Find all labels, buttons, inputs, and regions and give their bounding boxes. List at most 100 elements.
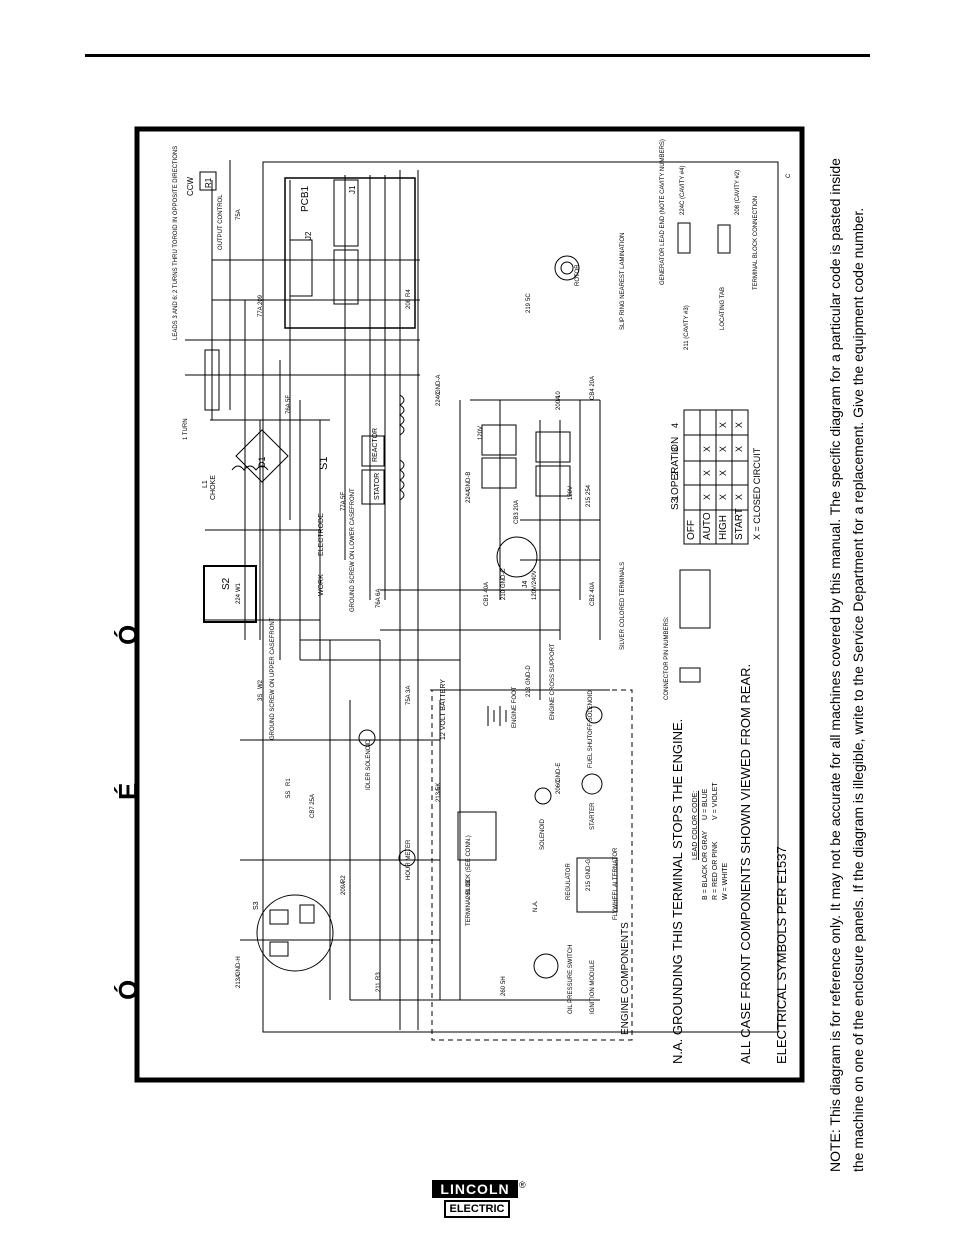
wiring-lines	[185, 160, 610, 1030]
cb7-label: CB7 25A	[310, 793, 316, 818]
s3-col: 2	[670, 470, 680, 476]
engine-components-label: ENGINE COMPONENTS	[620, 922, 631, 1035]
s3-col: 3	[670, 446, 680, 452]
wire-number-label: W1	[236, 582, 242, 592]
wire-number-label: R3	[376, 972, 382, 980]
d1-label: D1	[257, 456, 267, 468]
s3-row-off: OFF	[686, 520, 697, 540]
pcb1-label: PCB1	[300, 185, 311, 212]
engine-components-box	[431, 689, 633, 1041]
stator	[361, 469, 385, 505]
wire-number-label: 219	[526, 302, 532, 313]
d1-bridge	[235, 429, 289, 483]
s3-row-high: HIGH	[718, 515, 729, 540]
wire-number-label: 5C	[526, 293, 532, 301]
wire-number-label: 206C	[556, 779, 562, 794]
corner-c-label: C	[786, 173, 792, 178]
regulator	[576, 857, 618, 913]
lead-color-entry: W = WHITE	[722, 862, 729, 900]
s1-label: S1	[318, 456, 330, 470]
top-rule	[85, 54, 870, 57]
wire-number-label: R1	[286, 778, 292, 786]
slip-ring-label: SLIP RING NEAREST LAMINATION	[620, 232, 626, 330]
j3-receptacle	[535, 431, 571, 463]
cb2-label: CB2 40A	[590, 581, 596, 606]
stator-label: STATOR	[374, 472, 381, 500]
hour-meter-label: HOUR METER	[406, 839, 412, 880]
hour-meter	[398, 849, 416, 867]
s3-cell: X	[718, 421, 728, 428]
na-note: N.A. GROUNDING THIS TERMINAL STOPS THE E…	[670, 718, 685, 1064]
s3-col: 4	[670, 422, 680, 428]
s3-footnote: X = CLOSED CIRCUIT	[752, 447, 762, 540]
reactor	[361, 435, 385, 467]
s2-switch	[203, 565, 257, 623]
wire-number-label: GND-A	[436, 375, 442, 394]
s3-cell: X	[718, 469, 728, 476]
work-label: WORK	[318, 574, 325, 596]
ccw-label: CCW	[186, 176, 195, 196]
wire-number-label: 210	[501, 589, 507, 600]
wire-number-label: R2	[341, 875, 347, 883]
s3-cell: X	[718, 493, 728, 500]
r1-pot	[199, 171, 217, 191]
s3-cell: X	[734, 445, 744, 452]
j2-rating-label: 120V	[478, 425, 484, 440]
oil-pressure-label: OIL PRESSURE SWITCH	[568, 944, 574, 1014]
j3-rating-label: 120V	[568, 485, 574, 500]
engine-foot-label: ENGINE FOOT	[512, 686, 518, 728]
wire-number-label: GND-C	[501, 568, 507, 588]
wire-number-label: 213A	[236, 974, 242, 988]
lead-color-entry: U = BLUE	[702, 788, 709, 820]
wire-number-label: R4	[406, 289, 412, 297]
electrode-label: ELECTRODE	[318, 513, 325, 556]
logo-reg: ®	[519, 1180, 526, 1190]
lead-color-entry: B = BLACK OR GRAY	[702, 830, 709, 900]
wire-number-label: 5K	[436, 783, 442, 790]
cb3-label: CB3 20A	[514, 499, 520, 524]
regulator-label: REGULATOR	[566, 863, 572, 900]
wire-number-label: 75A	[236, 209, 242, 220]
wire-number-label: 77A	[258, 306, 264, 317]
reactor-label: REACTOR	[372, 427, 379, 462]
s3-row-start: START	[734, 508, 745, 540]
terminal-block	[457, 811, 497, 861]
wire-number-label: 224A	[466, 489, 472, 503]
r1-label: R1	[204, 177, 213, 188]
locating-tab-label: LOCATING TAB	[720, 286, 726, 330]
wire-number-label: 224	[236, 593, 242, 604]
lincoln-electric-logo: LINCOLN ELECTRIC ®	[432, 1180, 526, 1218]
wire-number-label: 211	[376, 982, 382, 992]
wire-number-label: 260	[501, 985, 507, 996]
ignition-module-label: IGNITION MODULE	[590, 959, 596, 1014]
s3-col: 1	[670, 494, 680, 500]
title-glyph-1: Ó	[113, 624, 143, 645]
battery	[487, 706, 507, 726]
wire-number-label: GND-D	[526, 665, 532, 685]
wire-number-label: 209A	[341, 881, 347, 895]
cb4-label: CB4 20A	[590, 375, 596, 400]
cavity-4-label: 224C (CAVITY #4)	[680, 165, 686, 215]
wire-number-label: 254	[586, 484, 592, 495]
s2-label: S2	[221, 577, 232, 590]
silver-terminals-label: SILVER COLORED TERMINALS	[620, 561, 626, 650]
connector-pin-numbers: CONNECTOR PIN NUMBERS:	[664, 616, 670, 700]
wire-number-label: GND-E	[556, 763, 562, 782]
fuel-shutoff-label: FUEL SHUTOFF SOLENOID	[588, 690, 594, 768]
wire-number-label: 6A	[376, 589, 382, 596]
wire-number-label: 5S	[286, 791, 292, 798]
wire-number-label: 261	[466, 888, 472, 899]
s3-switch	[256, 894, 334, 972]
leads-note-label: LEADS 3 AND 6: 2 TURNS THRU TOROID IN OP…	[173, 145, 179, 340]
symbols-note: ELECTRICAL SYMBOLS PER E1537	[774, 846, 789, 1064]
title-glyph-3: Ó	[113, 979, 143, 1000]
s3-row-auto: AUTO	[702, 512, 713, 540]
wire-number-label: GND-G	[586, 859, 592, 879]
choke-label: CHOKE	[210, 475, 217, 500]
l1-label: L1	[202, 480, 209, 488]
na-label: N.A.	[533, 900, 539, 912]
j2-label: J2	[304, 231, 313, 240]
wire-number-label: 3B	[466, 880, 472, 887]
pcb1	[284, 177, 416, 329]
